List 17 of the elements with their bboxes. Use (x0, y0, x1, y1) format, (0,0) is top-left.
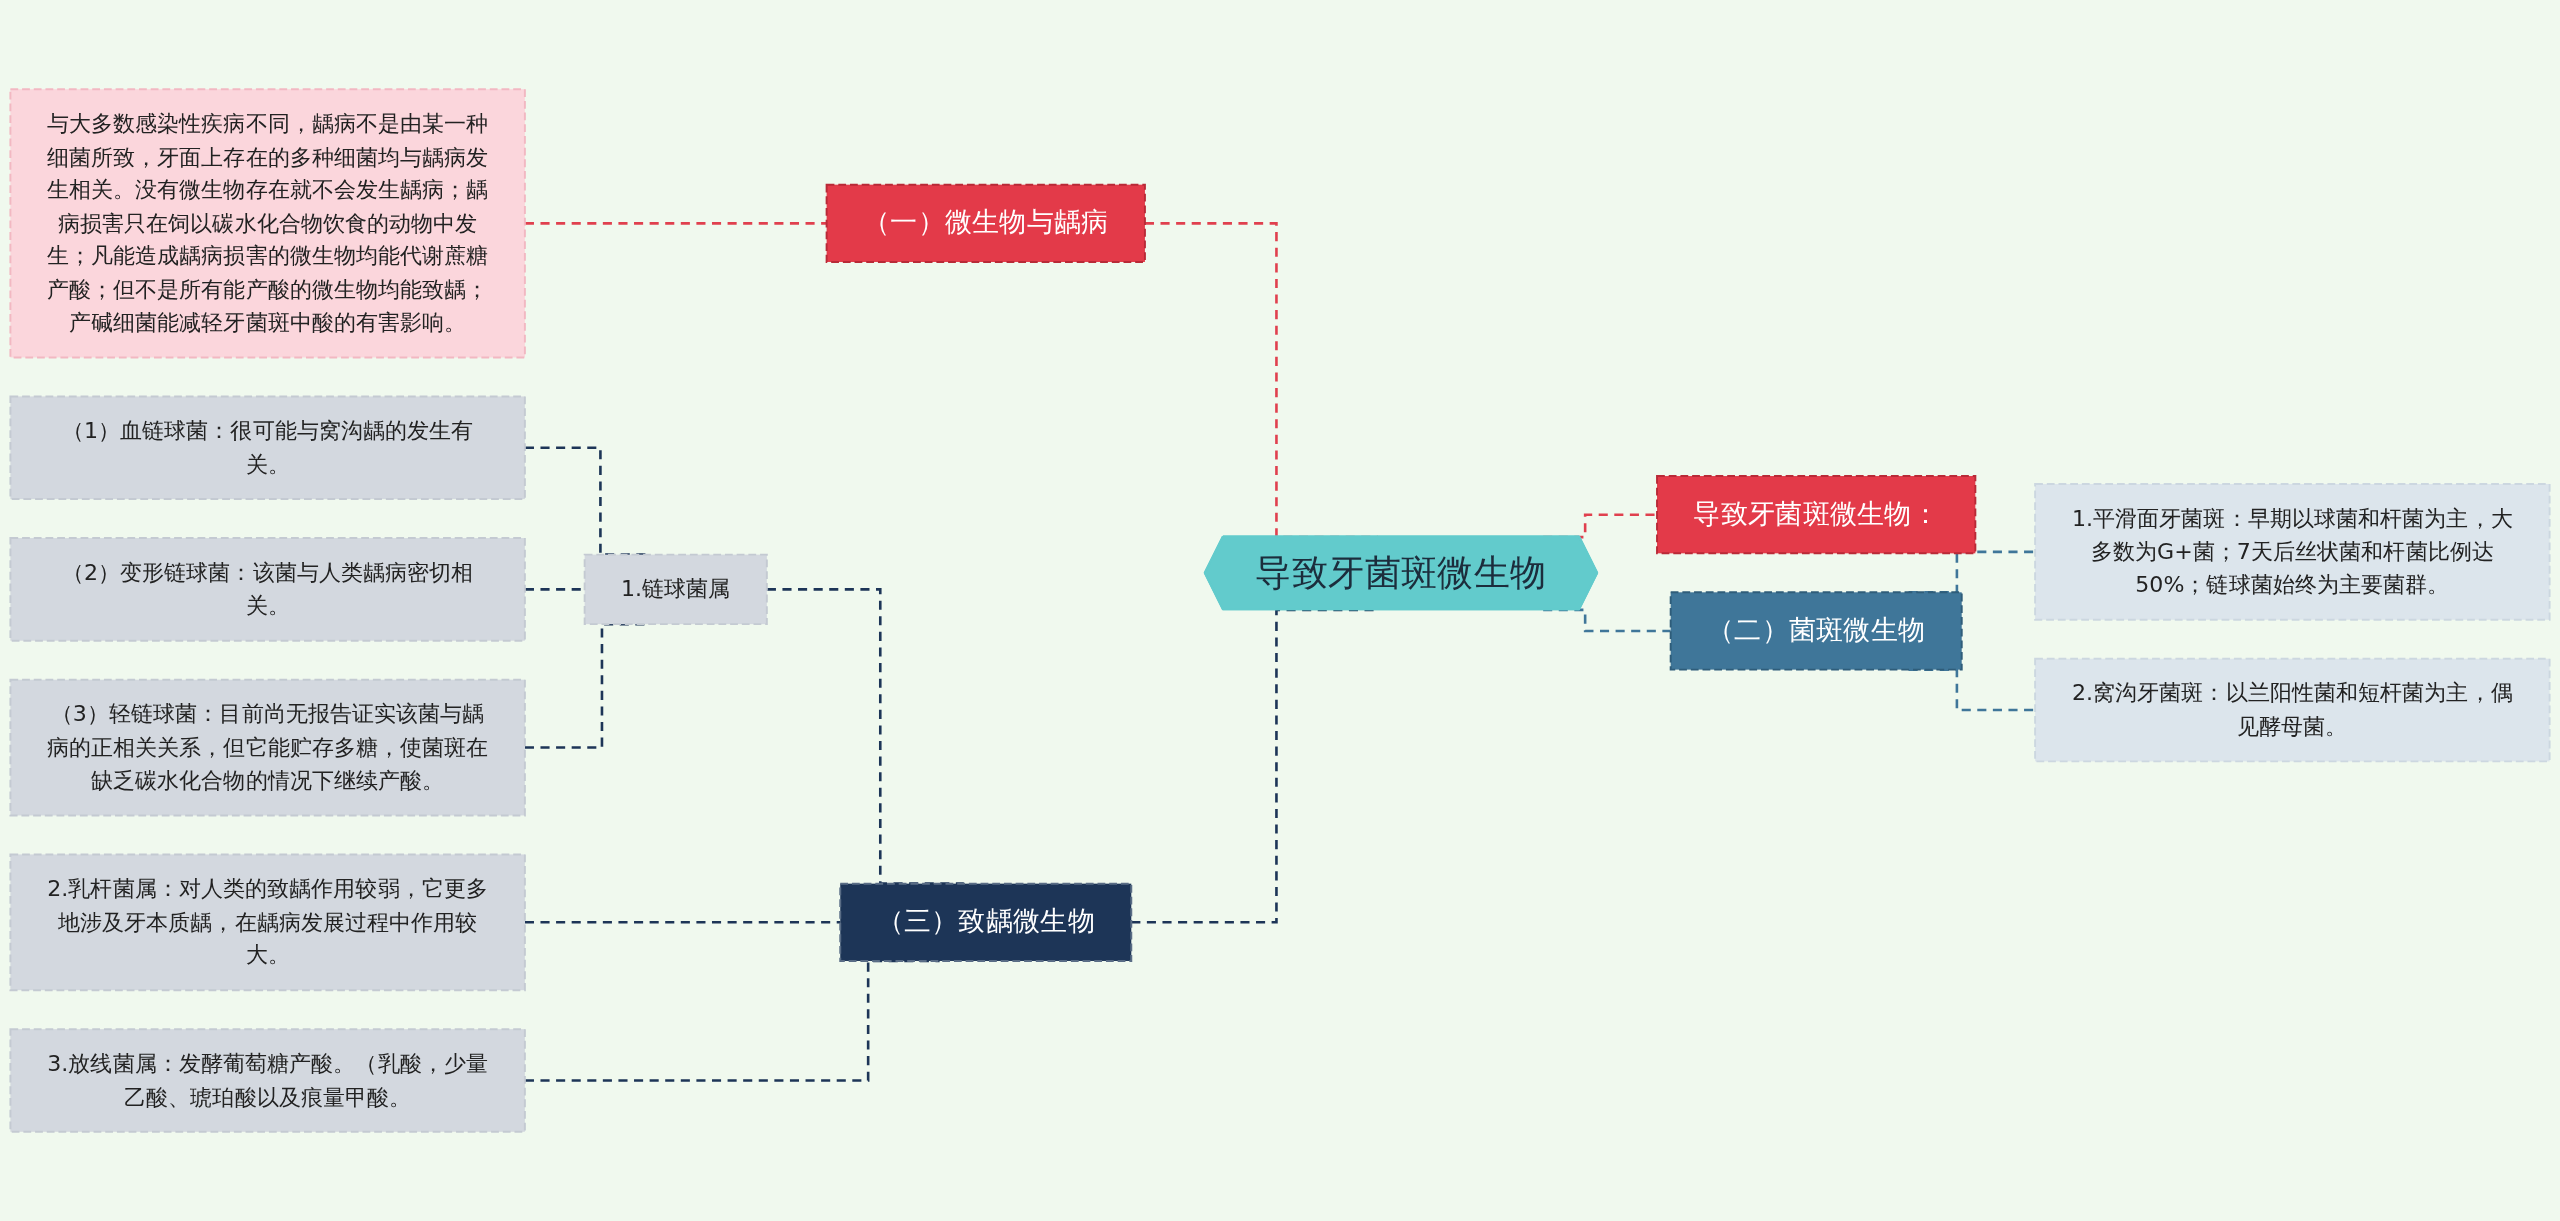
node-box: 1.链球菌属 (583, 553, 768, 626)
node-box: （一）微生物与龋病 (825, 183, 1146, 263)
connector (524, 921, 841, 924)
node-box: 2.乳杆菌属：对人类的致龋作用较弱，它更多地涉及牙本质龋，在龋病发展过程中作用较大。 (9, 853, 526, 992)
connector (524, 222, 827, 225)
node-box: （3）轻链球菌：目前尚无报告证实该菌与龋病的正相关关系，但它能贮存多糖，使菌斑在缺乏碳水化合物的情况下继续产酸。 (9, 678, 526, 817)
node-box: （2）变形链球菌：该菌与人类龋病密切相关。 (9, 537, 526, 642)
node-box: （1）血链球菌：很可能与窝沟龋的发生有关。 (9, 395, 526, 501)
node-box: 1.平滑面牙菌斑：早期以球菌和杆菌为主，大多数为G+菌；7天后丝状菌和杆菌比例达50%；链球菌始终为主要菌群。 (2034, 483, 2551, 621)
node-box: 3.放线菌属：发酵葡萄糖产酸。（乳酸，少量乙酸、琥珀酸以及痕量甲酸。 (9, 1028, 526, 1133)
connector (1543, 608, 1671, 633)
node-box: 与大多数感染性疾病不同，龋病不是由某一种细菌所致，牙面上存在的多种细菌均与龋病发生相关。没有微生物存在就不会发生龋病；龋病损害只在饲以碳水化合物饮食的动物中发生；凡能造成龋病损害的微生物均能代谢蔗糖产酸；但不是所有能产酸的微生物均能致龋；产碱细菌能减轻牙菌斑中酸的有害影响。 (9, 88, 526, 359)
node-box: 2.窝沟牙菌斑：以兰阳性菌和短杆菌为主，偶见酵母菌。 (2034, 657, 2551, 763)
node-box: 导致牙菌斑微生物： (1656, 475, 1977, 555)
node-box: （三）致龋微生物 (839, 882, 1133, 962)
node-box: （二）菌斑微生物 (1669, 591, 1963, 671)
connector (524, 959, 940, 1082)
